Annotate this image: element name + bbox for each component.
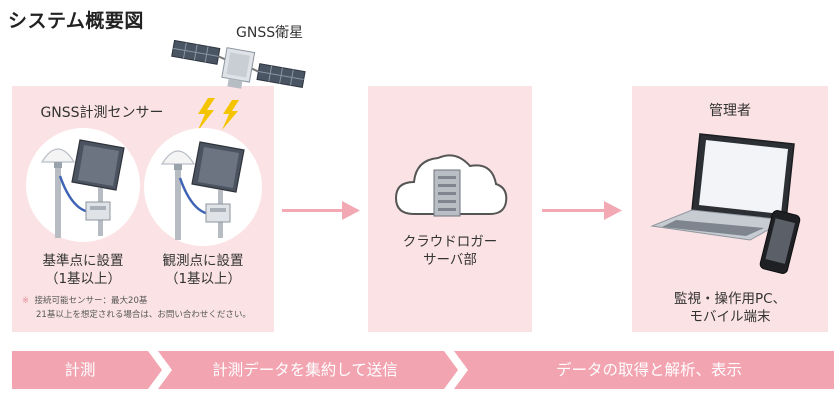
note-mark: ※ bbox=[22, 296, 30, 306]
flow-step-1-shape bbox=[12, 351, 162, 389]
satellite-label: GNSS衛星 bbox=[236, 25, 304, 41]
note-line2: 21基以上を想定される場合は、お問い合わせください。 bbox=[36, 310, 251, 320]
admin-caption-line2: モバイル端末 bbox=[689, 309, 771, 325]
flow-bar bbox=[12, 351, 834, 389]
gnss-sensor-icon bbox=[40, 139, 125, 238]
flow-step-3-label: データの取得と解析、表示 bbox=[555, 361, 742, 379]
cloud-server-icon bbox=[394, 154, 508, 217]
cloud-caption-line2: サーバ部 bbox=[423, 252, 477, 268]
arrow-right-icon bbox=[604, 201, 622, 220]
arrow-line bbox=[282, 209, 344, 212]
sensor-note: ※ 接続可能センサー：最大20基 21基以上を想定される場合は、お問い合わせくだ… bbox=[22, 294, 272, 322]
arrow-right-icon bbox=[342, 201, 360, 220]
cloud-server-caption: クラウドロガー サーバ部 bbox=[368, 233, 532, 269]
flow-step-1: 計測 bbox=[12, 351, 148, 389]
admin-caption: 監視・操作用PC、 モバイル端末 bbox=[632, 290, 828, 326]
flow-step-2-label: 計測データを集約して送信 bbox=[212, 361, 398, 379]
gnss-sensor-icon bbox=[160, 141, 245, 240]
observation-point-caption: 観測点に設置 （1基以上） bbox=[144, 252, 262, 288]
lightning-icon bbox=[197, 98, 239, 132]
flow-step-3: データの取得と解析、表示 bbox=[466, 351, 832, 389]
flow-step-2-shape bbox=[158, 351, 458, 389]
flow-step-2: 計測データを集約して送信 bbox=[164, 351, 446, 389]
reference-caption-line2: （1基以上） bbox=[44, 271, 122, 287]
satellite-icon bbox=[171, 39, 306, 89]
arrow-line bbox=[542, 209, 606, 212]
smartphone-icon bbox=[759, 210, 801, 274]
reference-caption-line1: 基準点に設置 bbox=[42, 253, 124, 269]
observation-caption-line1: 観測点に設置 bbox=[162, 253, 244, 269]
laptop-icon bbox=[650, 133, 795, 241]
admin-caption-line1: 監視・操作用PC、 bbox=[673, 291, 787, 307]
note-line1: 接続可能センサー：最大20基 bbox=[34, 296, 148, 306]
observation-caption-line2: （1基以上） bbox=[164, 271, 242, 287]
admin-panel-title: 管理者 bbox=[709, 103, 751, 119]
flow-step-1-label: 計測 bbox=[64, 361, 96, 379]
sensor-panel-title: GNSS計測センサー bbox=[40, 105, 164, 121]
page-title: システム概要図 bbox=[8, 10, 144, 32]
cloud-caption-line1: クラウドロガー bbox=[402, 234, 498, 250]
flow-step-3-shape bbox=[454, 351, 834, 389]
reference-point-caption: 基準点に設置 （1基以上） bbox=[24, 252, 142, 288]
